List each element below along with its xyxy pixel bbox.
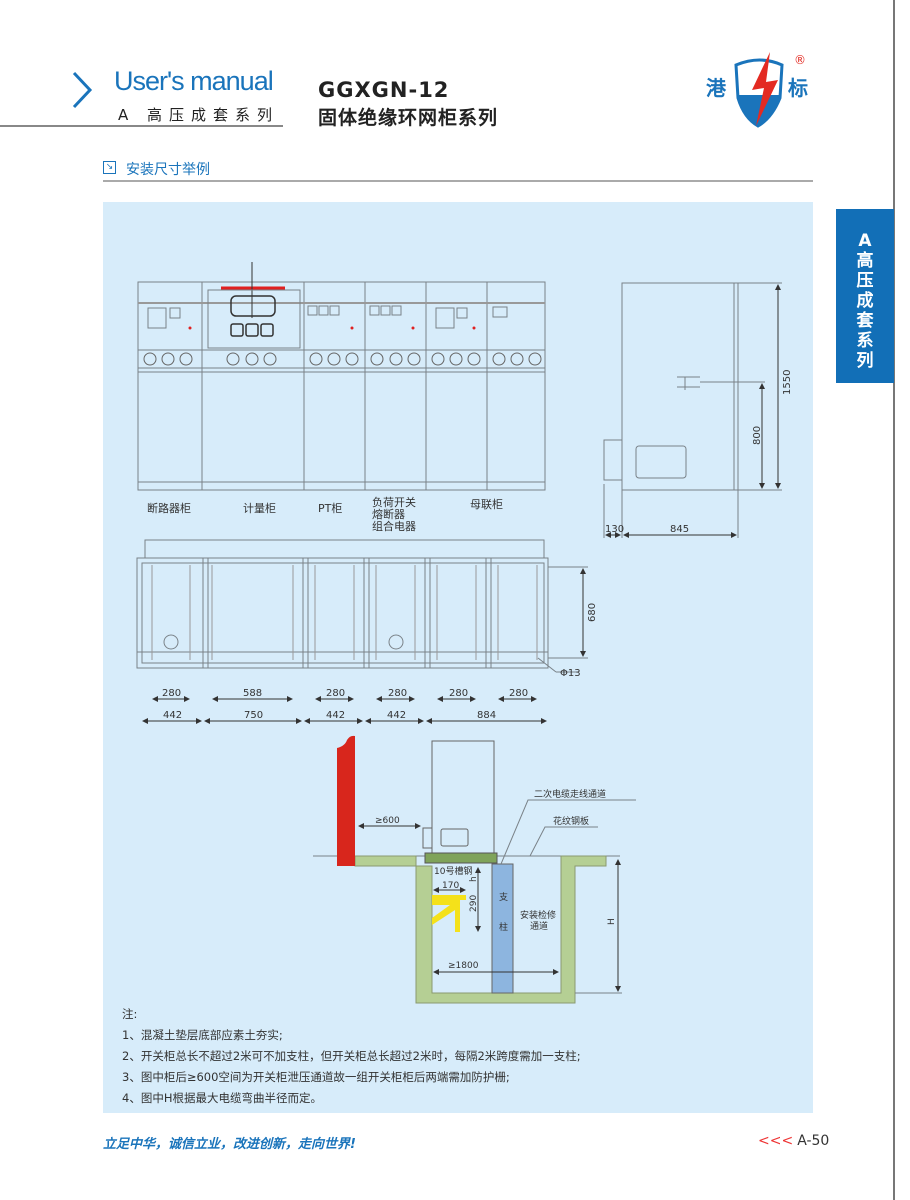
header-divider xyxy=(0,125,283,127)
dim-884: 884 xyxy=(477,710,496,721)
dim-442: 442 xyxy=(326,710,345,721)
note-item: 2、开关柜总长不超过2米可不加支柱，但开关柜总长超过2米时，每隔2米跨度需加一支… xyxy=(122,1049,581,1063)
note-item: 1、混凝土垫层底部应素土夯实; xyxy=(122,1028,283,1042)
dim-588: 588 xyxy=(243,688,262,699)
h-label: h xyxy=(469,876,479,882)
tab-char: 套 xyxy=(856,311,874,331)
checker-plate-label: 花纹钢板 xyxy=(553,815,589,827)
section-title: 安装尺寸举例 xyxy=(126,162,210,178)
notes: 注: 1、混凝土垫层底部应素土夯实; 2、开关柜总长不超过2米可不加支柱，但开关… xyxy=(122,1004,581,1109)
dim-442: 442 xyxy=(163,710,182,721)
tab-char: 成 xyxy=(856,291,874,311)
dim-442: 442 xyxy=(387,710,406,721)
note-item: 3、图中柜后≥600空间为开关柜泄压通道故一组开关柜柜后两端需加防护栅; xyxy=(122,1070,510,1084)
dim-170: 170 xyxy=(442,881,459,891)
footer-slogan: 立足中华，诚信立业，改进创新，走向世界! xyxy=(103,1137,356,1152)
label-fuse: 熔断器 xyxy=(372,507,405,521)
page-number: <<<A-50 xyxy=(758,1133,829,1149)
series-title: A 高压成套系列 xyxy=(118,106,280,124)
column-label: 支 xyxy=(499,891,508,903)
dim-290: 290 xyxy=(469,895,479,912)
dim-1550: 1550 xyxy=(782,370,793,395)
dim-680: 680 xyxy=(587,603,598,622)
label-bus-tie-cabinet: 母联柜 xyxy=(470,498,503,511)
label-metering-cabinet: 计量柜 xyxy=(243,502,276,515)
section-divider xyxy=(103,180,813,182)
label-pt-cabinet: PT柜 xyxy=(318,502,342,515)
label-combo: 组合电器 xyxy=(372,519,416,533)
dim-800: 800 xyxy=(752,426,763,445)
tab-char: 高 xyxy=(856,251,874,271)
product-subtitle: 固体绝缘环网柜系列 xyxy=(318,107,499,129)
dim-845: 845 xyxy=(670,524,689,535)
tab-char: 压 xyxy=(856,271,874,291)
dim-280: 280 xyxy=(162,688,181,699)
dim-750: 750 xyxy=(244,710,263,721)
section-arrow-icon: ↘ xyxy=(103,161,116,174)
series-side-tab[interactable]: A 高 压 成 套 系 列 xyxy=(836,209,894,383)
logo-char-2: 标 xyxy=(788,76,808,100)
tab-char: A xyxy=(858,231,872,251)
label-breaker-cabinet: 断路器柜 xyxy=(147,501,191,515)
channel-steel-label: 10号槽钢 xyxy=(434,865,472,877)
notes-title: 注: xyxy=(122,1007,138,1021)
label-load-switch: 负荷开关 xyxy=(372,495,416,509)
tab-char: 系 xyxy=(856,331,874,351)
dim-280: 280 xyxy=(326,688,345,699)
aisle-label: 通道 xyxy=(530,920,548,932)
dim-1800: ≥1800 xyxy=(448,961,479,971)
cable-channel-label: 二次电缆走线通道 xyxy=(534,788,606,800)
plan-view: 280 588 280 280 280 280 442 750 442 442 884 680Φ1… xyxy=(136,539,598,724)
manual-title: User's manual xyxy=(114,66,274,96)
brand-logo: 港 标 ® xyxy=(706,52,808,128)
aisle-label: 安装检修 xyxy=(520,909,556,921)
logo-char-1: 港 xyxy=(706,76,727,100)
dim-hole: Φ13 xyxy=(560,668,581,679)
prev-arrows-icon: <<< xyxy=(758,1133,794,1149)
clearance-label: ≥600 xyxy=(375,816,400,826)
dim-130: 130 xyxy=(605,524,624,535)
dim-280: 280 xyxy=(509,688,528,699)
H-label: H xyxy=(607,918,617,925)
section-view: ≥600 二次电缆走线通道 花纹钢板 10号槽钢 h 170 290 支柱 安装… xyxy=(313,735,636,1004)
page-edge-line xyxy=(893,0,895,1200)
page-number-text: A-50 xyxy=(797,1133,830,1149)
dim-280: 280 xyxy=(388,688,407,699)
model-title: GGXGN-12 xyxy=(318,78,450,102)
chevron-right-icon xyxy=(72,71,93,109)
column-label: 柱 xyxy=(499,921,508,933)
note-item: 4、图中H根据最大电缆弯曲半径而定。 xyxy=(122,1091,322,1105)
back-wall xyxy=(337,735,355,866)
tab-char: 列 xyxy=(856,351,874,371)
registered-mark: ® xyxy=(794,53,806,67)
side-view: 1550 800 130 845 xyxy=(603,282,793,538)
dim-280: 280 xyxy=(449,688,468,699)
